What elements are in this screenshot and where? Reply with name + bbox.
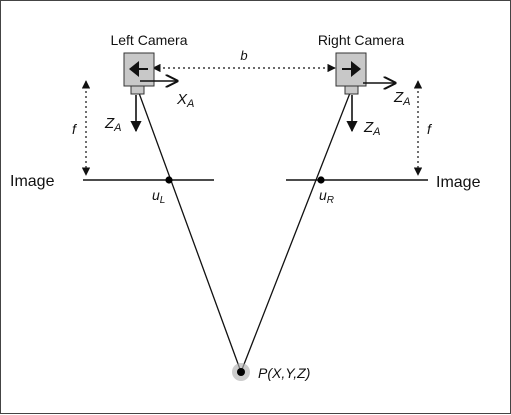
ul-point [165, 176, 173, 184]
right-za-horizontal-label: ZA [393, 89, 411, 108]
ul-label: uL [152, 187, 165, 206]
left-camera [123, 52, 155, 95]
right-camera-lens-icon [351, 61, 361, 77]
baseline-label: b [240, 48, 247, 63]
right-projection-ray [240, 92, 351, 373]
ur-point [317, 176, 325, 184]
right-camera-mount [344, 85, 359, 95]
world-point-label: P(X,Y,Z) [258, 365, 310, 381]
ur-label: uR [319, 187, 334, 206]
world-point [237, 368, 245, 376]
left-focal-label: f [72, 121, 78, 137]
left-projection-ray [138, 92, 242, 373]
left-za-label: ZA [104, 115, 122, 134]
left-camera-mount [130, 85, 145, 95]
right-za-label: ZA [363, 119, 381, 138]
left-xa-label: XA [176, 91, 194, 110]
right-camera [335, 52, 367, 95]
right-image-label: Image [436, 174, 481, 191]
right-focal-label: f [427, 121, 433, 137]
left-image-label: Image [10, 173, 55, 190]
right-camera-label: Right Camera [318, 32, 405, 48]
left-camera-label: Left Camera [110, 32, 187, 48]
left-camera-lens-icon [129, 61, 139, 77]
